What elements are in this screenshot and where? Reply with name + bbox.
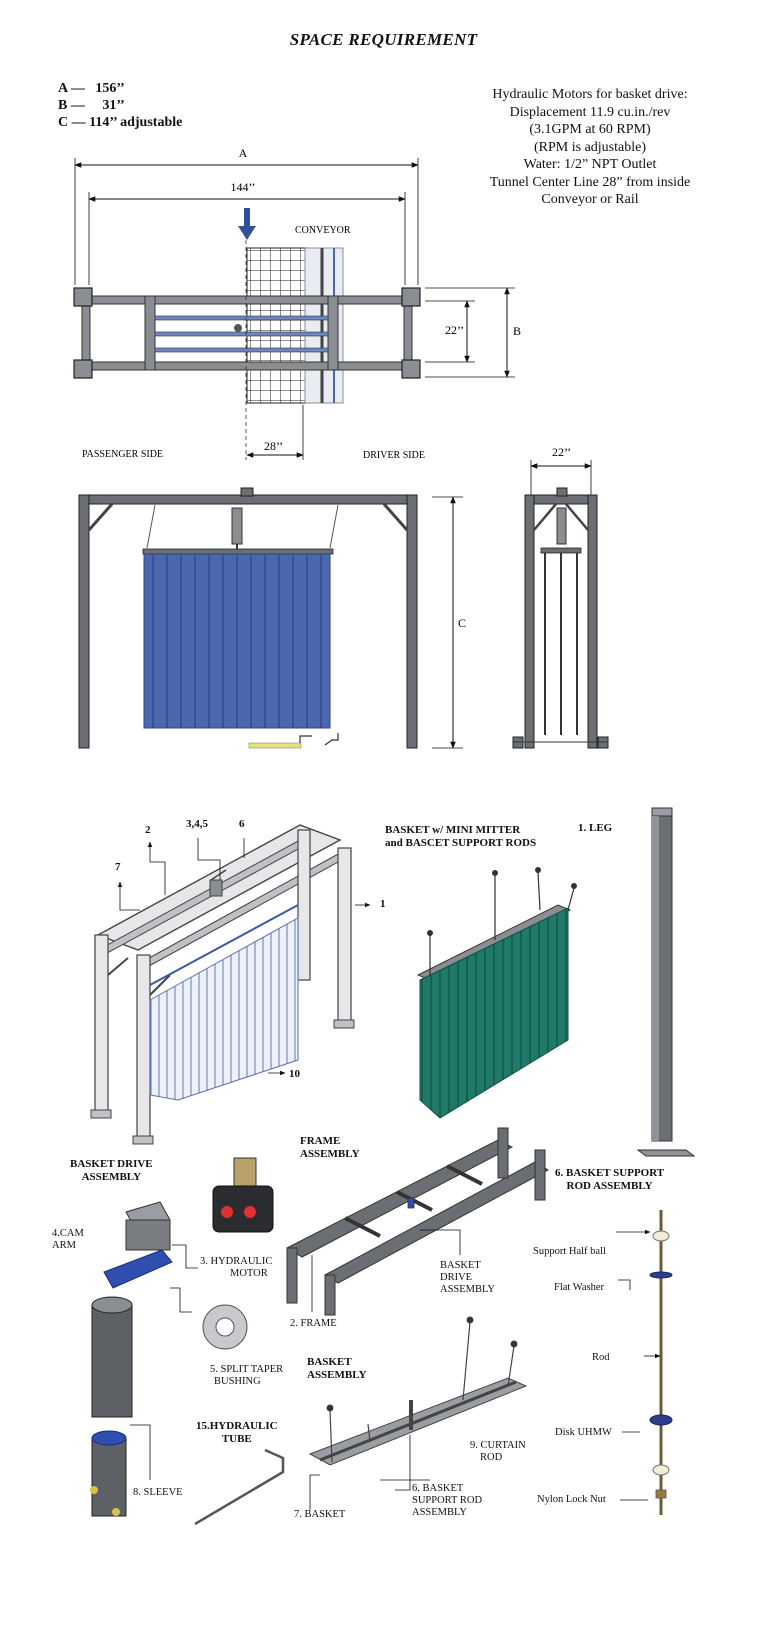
curtain-green — [419, 907, 569, 1119]
leg-label: 1. LEG — [578, 822, 613, 834]
support-half-ball-label: Support Half ball — [533, 1246, 606, 1257]
hydraulic-tube — [194, 1448, 285, 1526]
direction-arrow-icon — [244, 208, 250, 228]
support-rod-assembly-label: 6. BASKET SUPPORT ROD ASSEMBLY — [555, 1167, 665, 1192]
basket-drive-assembly-label: BASKET DRIVE ASSEMBLY — [440, 1260, 495, 1295]
iso-basket — [416, 867, 577, 1119]
dimension-22-side-label: 22’’ — [552, 445, 571, 459]
cam-arm-label: 4.CAM ARM — [52, 1228, 84, 1251]
frame-assembly — [285, 1127, 550, 1316]
callout-2: 2 — [145, 824, 151, 836]
callout-7: 7 — [115, 861, 121, 873]
leg — [636, 807, 696, 1157]
curtain-iso — [149, 917, 299, 1101]
dimension-c-label: C — [458, 616, 466, 630]
callout-10: 10 — [289, 1068, 300, 1080]
callout-1: 1 — [380, 898, 386, 910]
basket-part-label: 7. BASKET — [294, 1509, 346, 1520]
sleeve-label: 8. SLEEVE — [133, 1487, 183, 1498]
hydraulic-specs: Hydraulic Motors for basket drive: Displ… — [440, 86, 740, 209]
page-title: SPACE REQUIREMENT — [289, 30, 478, 49]
iso-assembly — [90, 824, 355, 1145]
port-icon — [221, 1206, 233, 1218]
callout-6: 6 — [239, 818, 245, 830]
passenger-side-label: PASSENGER SIDE — [82, 449, 163, 460]
hydraulic-tube-label: 15.HYDRAULIC TUBE — [196, 1420, 278, 1445]
dimension-legend: A — 156’’ B — 31’’ C — 114’’ adjustable — [58, 80, 182, 131]
basket-support-rod-assembly-label: 6. BASKET SUPPORT ROD ASSEMBLY — [412, 1483, 483, 1518]
dimension-b-label: B — [513, 324, 521, 338]
curtain-rod-label: 9. CURTAIN ROD — [470, 1440, 526, 1463]
nylon-lock-nut-label: Nylon Lock Nut — [537, 1494, 606, 1505]
spec-line: Tunnel Center Line 28” from inside — [489, 174, 691, 190]
basket-drive — [90, 1201, 173, 1517]
frame-assembly-label: FRAME ASSEMBLY — [300, 1135, 360, 1160]
dimension-28-label: 28’’ — [264, 439, 283, 453]
driver-side-label: DRIVER SIDE — [363, 450, 425, 461]
leader-lines — [117, 838, 648, 1510]
conveyor-label: CONVEYOR — [295, 225, 351, 236]
dimension-144-label: 144’’ — [230, 180, 255, 194]
support-rod — [616, 1210, 673, 1515]
spec-line: Hydraulic Motors for basket drive: — [492, 87, 688, 102]
dimension-22-label: 22’’ — [445, 323, 464, 337]
dimension-c: C — 114’’ adjustable — [58, 115, 183, 130]
disk-uhmw-label: Disk UHMW — [555, 1427, 612, 1438]
front-view: C — [78, 487, 466, 749]
basket-title: BASKET w/ MINI MITTER and BASCET SUPPORT… — [385, 824, 537, 849]
callout-3-4-5: 3,4,5 — [186, 818, 208, 830]
flat-washer-label: Flat Washer — [554, 1282, 604, 1293]
dimension-a-label: A — [239, 146, 248, 160]
hydraulic-motor-label: 3. HYDRAULIC MOTOR — [200, 1256, 273, 1279]
spec-line: (RPM is adjustable) — [534, 139, 646, 155]
basket-drive-label: BASKET DRIVE ASSEMBLY — [70, 1158, 153, 1183]
split-taper-bushing — [202, 1304, 248, 1350]
side-view: 22’’ — [512, 445, 609, 749]
dimension-b: B — 31’’ — [58, 98, 125, 113]
frame-part-label: 2. FRAME — [290, 1318, 337, 1329]
top-view: A 144’’ CONVEYOR 22’’ — [73, 146, 521, 461]
conveyor-grid — [246, 247, 308, 404]
hydraulic-motor — [212, 1157, 274, 1233]
dimension-a: A — 156’’ — [58, 81, 125, 96]
port-icon — [244, 1206, 256, 1218]
basket-assembly — [308, 1316, 528, 1466]
spec-line: (3.1GPM at 60 RPM) — [529, 122, 651, 137]
rod-label: Rod — [592, 1352, 610, 1363]
split-taper-bushing-label: 5. SPLIT TAPER BUSHING — [210, 1364, 284, 1387]
spec-line: Displacement 11.9 cu.in./rev — [509, 104, 671, 120]
spec-line: Conveyor or Rail — [541, 192, 639, 207]
curtain-front — [143, 553, 331, 729]
basket-assembly-label: BASKET ASSEMBLY — [307, 1356, 367, 1381]
spec-line: Water: 1/2” NPT Outlet — [523, 157, 657, 172]
